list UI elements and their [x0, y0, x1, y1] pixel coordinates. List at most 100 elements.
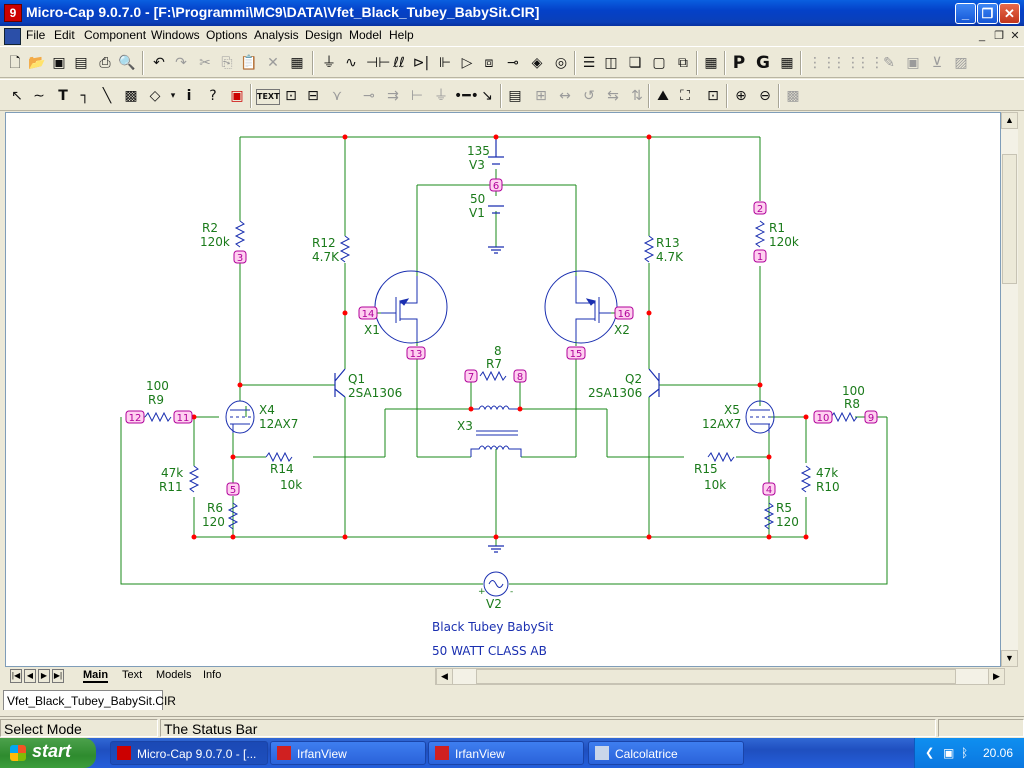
title-bar[interactable]: 9 Micro-Cap 9.0.7.0 - [F:\Programmi\MC9\… [0, 0, 1024, 26]
dim-tool-3-icon[interactable]: ⋮⋮ [856, 55, 884, 71]
component-icon[interactable]: ▩ [124, 88, 138, 104]
copy-icon[interactable]: ⎘ [221, 55, 233, 71]
pointer-tool-icon[interactable]: ↘ [481, 88, 493, 104]
mdi-close-icon[interactable]: ✕ [1010, 30, 1020, 42]
menu-help[interactable]: Help [389, 28, 414, 42]
junction-tool-icon[interactable]: •━• [454, 88, 479, 104]
save-all-icon[interactable]: ▤ [74, 55, 88, 71]
pin-icon[interactable]: ⊟ [307, 88, 319, 104]
scroll-right-icon[interactable]: ▶ [988, 668, 1005, 685]
close-button[interactable]: ✕ [999, 3, 1020, 24]
hscroll-thumb[interactable] [476, 669, 956, 684]
prev-tab-icon[interactable]: ◀ [24, 669, 36, 683]
cascade-icon[interactable]: ❏ [628, 55, 642, 71]
grid-icon[interactable]: ▦ [780, 55, 794, 71]
capacitor-icon[interactable]: ⊣⊢ [366, 55, 391, 71]
scroll-down-icon[interactable]: ▼ [1001, 650, 1018, 667]
mdi-restore-icon[interactable]: ❐ [994, 30, 1004, 42]
delete-icon[interactable]: ✕ [267, 55, 279, 71]
help-icon[interactable]: ? [209, 88, 217, 104]
select-all-icon[interactable]: ▦ [290, 55, 304, 71]
point-icon[interactable]: ▣ [230, 88, 244, 104]
source-icon[interactable]: ◎ [554, 55, 568, 71]
junction-icon[interactable]: ◈ [531, 55, 543, 71]
scroll-up-icon[interactable]: ▲ [1001, 112, 1018, 129]
bluetooth-icon[interactable]: ᛒ [961, 746, 969, 760]
dim-tool-7-icon[interactable]: ▨ [954, 55, 968, 71]
tray-expand-icon[interactable]: ❮ [925, 747, 935, 759]
tab-text[interactable]: Text [122, 669, 143, 681]
undo-icon[interactable]: ↶ [153, 55, 165, 71]
tab-info[interactable]: Info [203, 669, 222, 681]
task-irfanview-1[interactable]: IrfanView [270, 741, 426, 765]
g-icon[interactable]: G [756, 53, 770, 73]
menu-design[interactable]: Design [305, 28, 343, 42]
zoom-fit-icon[interactable]: ⊡ [707, 88, 719, 104]
zoom-in-icon[interactable]: ⊕ [735, 88, 747, 104]
task-microcap[interactable]: Micro-Cap 9.0.7.0 - [... [110, 741, 268, 765]
clock[interactable]: 20.06 [983, 746, 1014, 760]
ground-icon[interactable]: ⏚ [322, 55, 336, 71]
diode-icon[interactable]: ⊳| [412, 55, 430, 71]
print-icon[interactable]: ⎙ [99, 55, 111, 71]
line-icon[interactable]: ╲ [102, 88, 112, 104]
task-irfanview-2[interactable]: IrfanView [428, 741, 584, 765]
horizontal-scrollbar[interactable]: ◀ ▶ [435, 668, 1005, 685]
maximize-button[interactable]: ❐ [977, 3, 998, 24]
p-icon[interactable]: P [732, 53, 746, 73]
next-tab-icon[interactable]: ▶ [38, 669, 50, 683]
resistor-icon[interactable]: ∿ [345, 55, 357, 71]
dim-tool-1-icon[interactable]: ⋮⋮ [808, 55, 836, 71]
flip-vertical-icon[interactable]: ⇅ [631, 88, 643, 104]
flip-icon[interactable]: ⇆ [607, 88, 619, 104]
inductor-icon[interactable]: ℓℓ [393, 55, 405, 71]
mdi-minimize-icon[interactable]: _ [978, 30, 986, 42]
schematic-diagram[interactable]: 1 2 3 4 5 6 7 8 9 10 11 12 13 14 15 16 R… [6, 113, 1001, 667]
menu-windows[interactable]: Windows [151, 28, 200, 42]
menu-model[interactable]: Model [349, 28, 382, 42]
properties-icon[interactable]: ▤ [508, 88, 522, 104]
dim-tool-6-icon[interactable]: ⊻ [931, 55, 943, 71]
node-numbers-icon[interactable]: ⊡ [285, 88, 297, 104]
camera-icon[interactable]: ▩ [786, 88, 800, 104]
menu-file[interactable]: File [26, 28, 46, 42]
paste-icon[interactable]: 📋 [240, 55, 258, 71]
tile-vertical-icon[interactable]: ◫ [604, 55, 618, 71]
graphics-icon[interactable]: ◇ [149, 88, 161, 104]
rotate-icon[interactable]: ⊞ [535, 88, 547, 104]
tab-models[interactable]: Models [156, 669, 192, 681]
wire-icon[interactable]: ∼ [33, 88, 45, 104]
relay-icon[interactable]: ⊸ [507, 55, 519, 71]
mirror-icon[interactable]: ↔ [559, 88, 571, 104]
find-icon[interactable]: ⛰ [657, 88, 669, 104]
chevron-down-icon[interactable]: ▾ [170, 91, 176, 101]
transformer-icon[interactable]: ⧈ [484, 55, 494, 71]
attribute-icon[interactable]: ⋎ [331, 88, 343, 104]
text-icon[interactable]: T [58, 88, 68, 104]
menu-component[interactable]: Component [84, 28, 147, 42]
document-icon[interactable] [4, 28, 21, 45]
cut-icon[interactable]: ✂ [199, 55, 211, 71]
open-icon[interactable]: 📂 [28, 55, 46, 71]
dim-tool-4-icon[interactable]: ✎ [883, 55, 895, 71]
text-tool-icon[interactable]: TEXT [256, 89, 280, 105]
document-tab[interactable]: Vfet_Black_Tubey_BabySit.CIR [3, 690, 176, 710]
scroll-left-icon[interactable]: ◀ [436, 668, 453, 685]
overlap-icon[interactable]: ⧉ [678, 55, 688, 71]
schematic-canvas[interactable]: 1 2 3 4 5 6 7 8 9 10 11 12 13 14 15 16 R… [5, 112, 1001, 667]
scroll-thumb[interactable] [1002, 154, 1017, 284]
dim-tool-5-icon[interactable]: ▣ [906, 55, 920, 71]
first-tab-icon[interactable]: |◀ [10, 669, 22, 683]
opamp-icon[interactable]: ▷ [461, 55, 473, 71]
info-icon[interactable]: i [186, 88, 192, 104]
battery-icon[interactable]: ⊩ [438, 55, 452, 71]
start-button[interactable]: start [0, 738, 96, 768]
menu-options[interactable]: Options [206, 28, 248, 42]
save-icon[interactable]: ▣ [52, 55, 66, 71]
select-mode-icon[interactable]: ↖ [11, 88, 23, 104]
menu-edit[interactable]: Edit [54, 28, 75, 42]
zoom-out-icon[interactable]: ⊖ [759, 88, 771, 104]
tab-main[interactable]: Main [83, 669, 109, 683]
menu-analysis[interactable]: Analysis [254, 28, 299, 42]
refresh-icon[interactable]: ↺ [583, 88, 595, 104]
